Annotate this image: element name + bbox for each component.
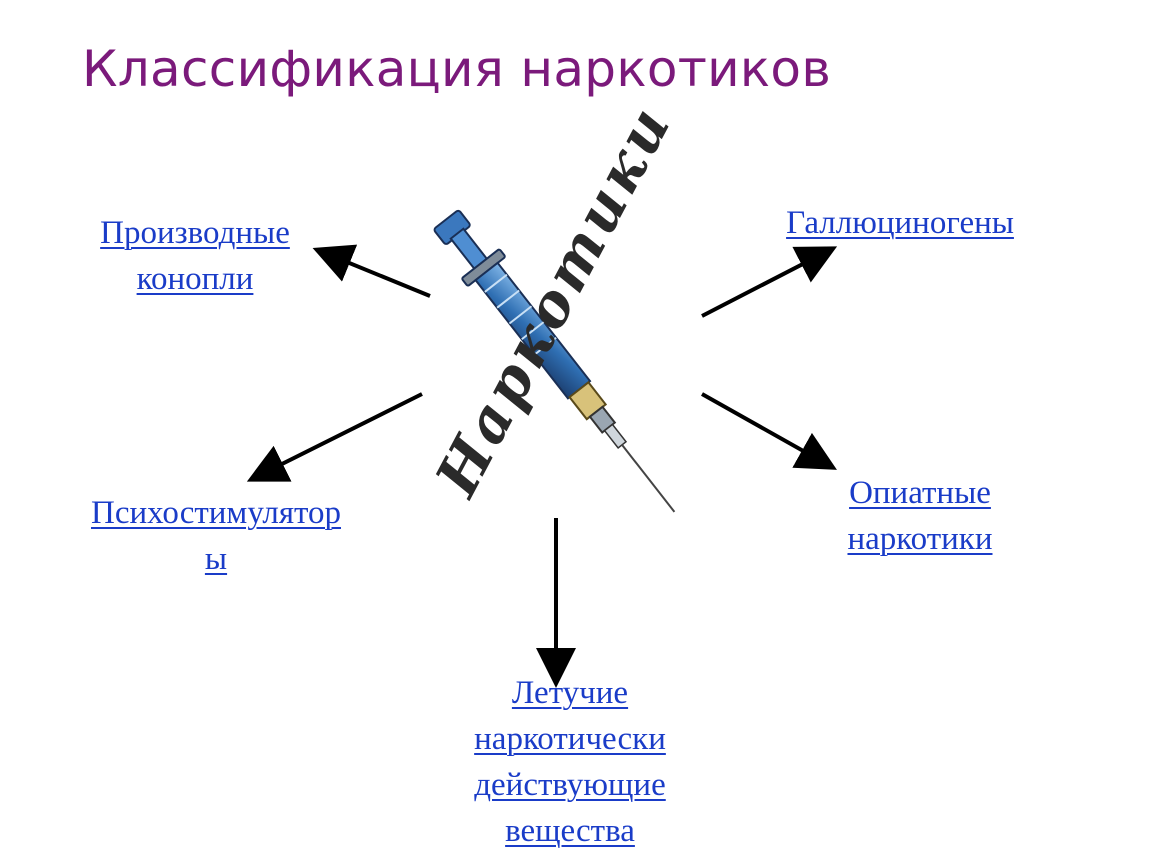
- node-volatile-line-4: вещества: [505, 813, 635, 849]
- node-cannabis-line-2: конопли: [136, 261, 254, 297]
- arrow-to-opiates: [701, 392, 837, 470]
- arrow-to-stimulants: [246, 392, 423, 482]
- node-volatile-line-3: действующие: [474, 767, 666, 803]
- node-opiate-narcotics[interactable]: Опиатные наркотики: [815, 470, 1025, 562]
- node-stimulants-line-1: Психостимулятор: [91, 495, 341, 531]
- node-cannabis-line-1: Производные: [100, 215, 290, 251]
- node-opiates-line-1: Опиатные: [849, 475, 991, 511]
- node-hallucinogens[interactable]: Галлюциногены: [755, 200, 1045, 246]
- svg-text:Наркотики: Наркотики: [421, 93, 685, 508]
- node-hallucinogens-line-1: Галлюциногены: [786, 205, 1014, 241]
- node-stimulants-line-2: ы: [204, 541, 228, 577]
- node-volatile-line-2: наркотически: [474, 721, 666, 757]
- handwritten-label-narkotiki: Наркотики: [421, 93, 685, 508]
- syringe-icon: Наркотики: [421, 93, 685, 513]
- arrow-to-hallucinogens: [701, 246, 838, 318]
- node-cannabis-derivatives[interactable]: Производные конопли: [70, 210, 320, 302]
- node-volatile-substances[interactable]: Летучие наркотически действующие веществ…: [430, 670, 710, 854]
- node-opiates-line-2: наркотики: [847, 521, 993, 557]
- node-psychostimulants[interactable]: Психостимулятор ы: [60, 490, 372, 582]
- arrow-to-cannabis: [312, 244, 431, 298]
- node-volatile-line-1: Летучие: [511, 675, 629, 711]
- page-title: Классификация наркотиков: [82, 40, 832, 98]
